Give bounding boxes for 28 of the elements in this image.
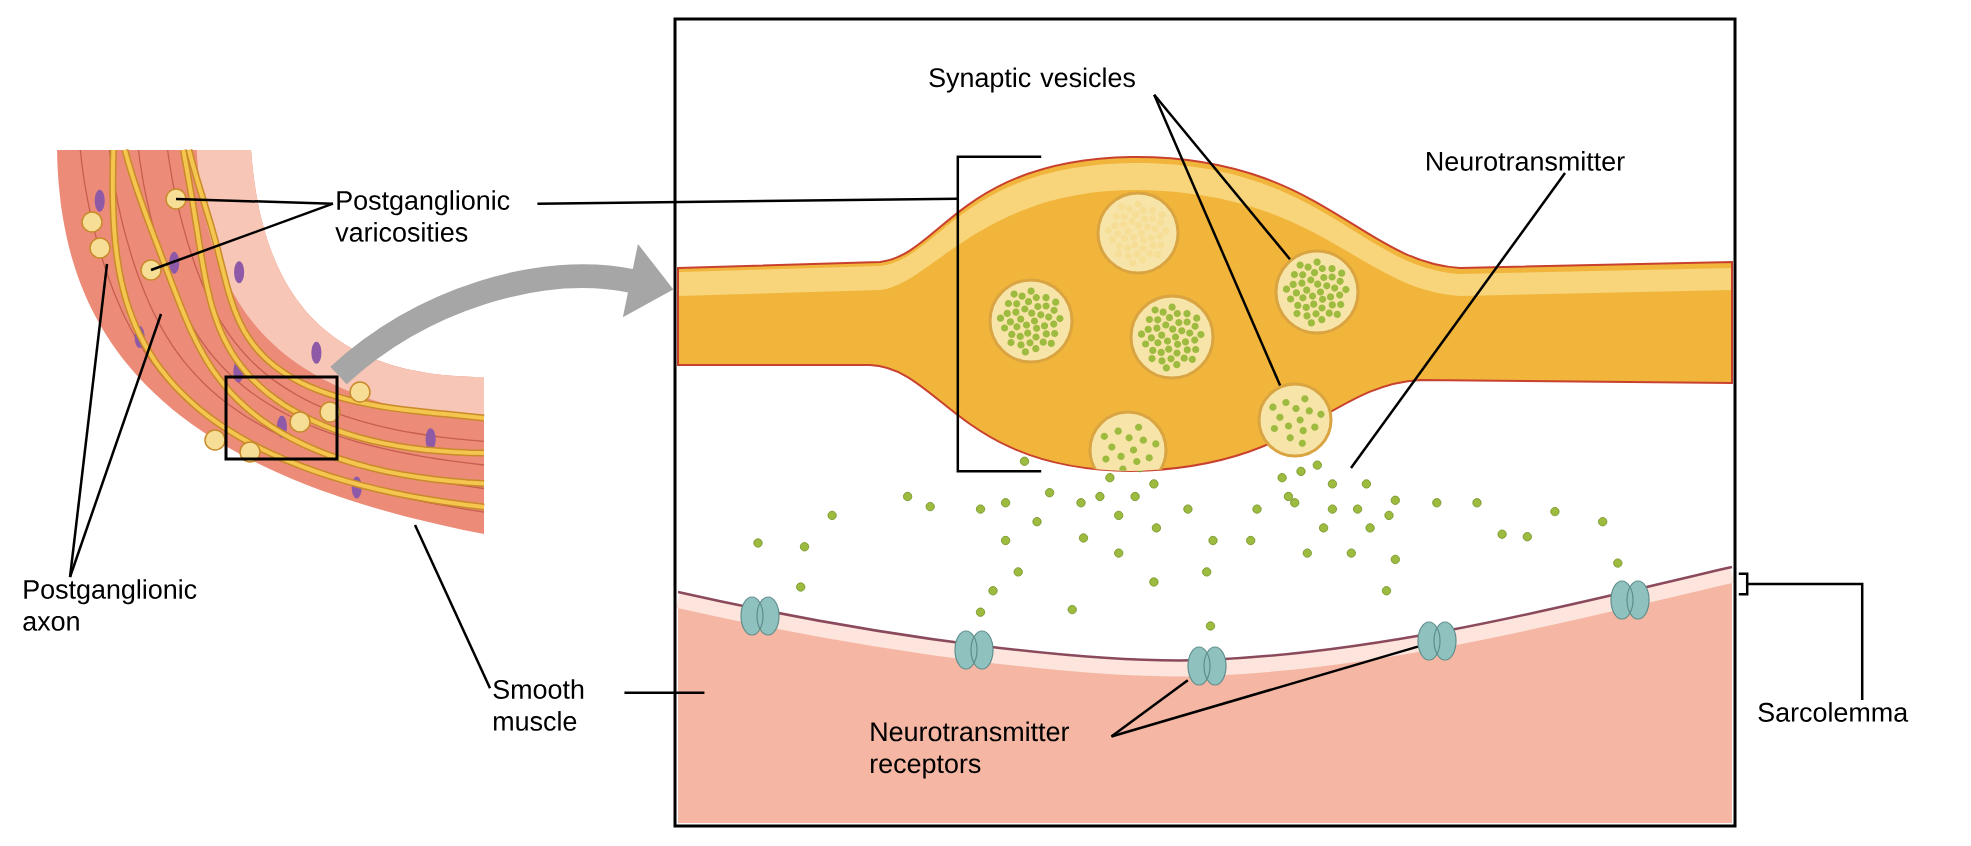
zoom-box [224,375,339,461]
receptor [1417,621,1457,661]
leader-line [176,197,334,205]
receptor [1187,646,1227,686]
label: Postganglionic axon [23,579,197,631]
leader-line [413,524,492,689]
leader-line [1110,679,1189,738]
bracket [1738,572,1749,596]
label: Neurotransmitter [1427,151,1625,171]
leader-line [68,313,163,578]
leader-line [150,202,334,272]
leader-line [1350,172,1567,469]
leader-line [537,197,958,205]
bracket [956,155,1042,473]
label: Synaptic vesicles [929,67,1135,93]
label: Postganglionic varicosities [335,190,510,242]
leader-line [624,691,705,694]
synaptic-vesicle [1257,382,1333,458]
synaptic-vesicle [1274,249,1360,335]
leader-line [1747,582,1864,700]
leader-line [1153,94,1282,387]
label: Neurotransmitter receptors [871,721,1070,779]
leader-line [68,263,109,578]
detail-panel [673,17,1737,828]
label: Smooth muscle [493,679,584,731]
leader-line [1111,645,1419,738]
leader-line [1153,93,1291,260]
label: Sarcolemma [1758,702,1909,722]
